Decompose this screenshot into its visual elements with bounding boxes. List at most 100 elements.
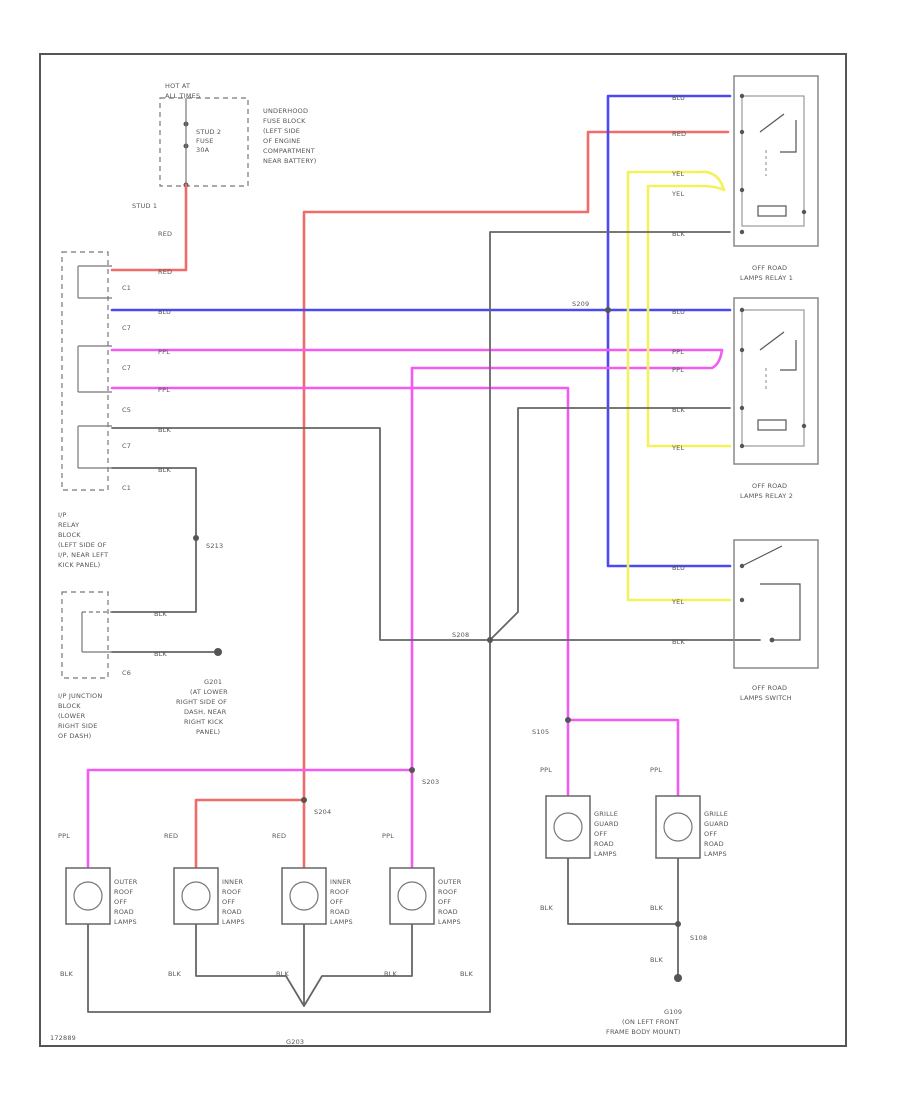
outer-left-l4: ROAD: [114, 908, 134, 916]
wire-label-red-inner-l: RED: [164, 832, 178, 840]
ip-relay-label-4: (LEFT SIDE OF: [58, 541, 107, 549]
ufb-label-1: UNDERHOOD: [263, 107, 308, 115]
inner-roof-lamp-right: INNER ROOF OFF ROAD LAMPS: [281, 867, 353, 926]
conn-c7-a: C7: [122, 324, 131, 332]
grille-left-l5: LAMPS: [594, 850, 617, 858]
wire-blue-riser: [606, 94, 732, 568]
wire-label-ppl-grille-l: PPL: [540, 766, 552, 774]
label-s203: S203: [422, 778, 439, 786]
splice-s105: [565, 717, 571, 723]
grille-right-l5: LAMPS: [704, 850, 727, 858]
outer-right-l1: OUTER: [438, 878, 462, 886]
wire-pink-outer: [86, 768, 414, 874]
diagram-code: 172889: [50, 1034, 76, 1042]
inner-right-l1: INNER: [330, 878, 352, 886]
outer-right-l4: ROAD: [438, 908, 458, 916]
wire-label-blk-grille-l: BLK: [540, 904, 553, 912]
g109-label-3: FRAME BODY MOUNT): [606, 1028, 681, 1036]
splice-s108: [675, 921, 681, 927]
off-road-lamps-relay-1: OFF ROAD LAMPS RELAY 1: [733, 75, 819, 282]
relay2-label-2: LAMPS RELAY 2: [740, 492, 793, 500]
inner-left-l2: ROOF: [222, 888, 241, 896]
splice-s208: [487, 637, 493, 643]
splice-s204: [301, 797, 307, 803]
inner-left-l1: INNER: [222, 878, 244, 886]
inner-left-l3: OFF: [222, 898, 235, 906]
label-s105: S105: [532, 728, 549, 736]
conn-c7-b: C7: [122, 364, 131, 372]
wire-black-relay2-ground: [489, 407, 731, 641]
wire-yellow-relay2: [646, 184, 732, 448]
grille-guard-lamp-left: GRILLE GUARD OFF ROAD LAMPS: [545, 795, 619, 859]
wire-yellow-switch: [626, 170, 732, 602]
relay2-label-1: OFF ROAD: [752, 482, 787, 490]
wire-red-relay1: [302, 130, 730, 802]
wire-label-ppl-c7a: PPL: [158, 348, 170, 356]
wire-label-yel-r1b: YEL: [671, 190, 684, 198]
wire-label-ppl-r2a: PPL: [672, 348, 684, 356]
inner-left-l5: LAMPS: [222, 918, 245, 926]
ip-junction-block: C6 I/P JUNCTION BLOCK (LOWER RIGHT SIDE …: [58, 591, 131, 740]
wire-label-blk-s213: BLK: [154, 610, 167, 618]
ip-relay-label-2: RELAY: [58, 521, 79, 529]
splice-s203: [409, 767, 415, 773]
ip-relay-block: C1 C7 C7 C5 C7 C1 I/P RELAY BLOCK (LEFT …: [58, 251, 131, 569]
wire-pink-grille-right: [566, 718, 680, 802]
wire-label-blk-bus: BLK: [460, 970, 473, 978]
relay1-label-1: OFF ROAD: [752, 264, 787, 272]
wire-label-yel-r2: YEL: [671, 444, 684, 452]
wire-label-red-r1: RED: [672, 130, 686, 138]
wire-label-ppl-grille-r: PPL: [650, 766, 662, 774]
wire-label-blu-r1: BLU: [672, 94, 685, 102]
wire-ground-grille: [567, 857, 679, 925]
g201-label-3: RIGHT SIDE OF: [176, 698, 227, 706]
ip-relay-label-6: KICK PANEL): [58, 561, 100, 569]
g201-label-6: PANEL): [196, 728, 220, 736]
ipj-label-4: RIGHT SIDE: [58, 722, 98, 730]
wire-label-blk-c5: BLK: [158, 426, 171, 434]
label-s208: S208: [452, 631, 469, 639]
grille-left-l2: GUARD: [594, 820, 619, 828]
relay1-label-2: LAMPS RELAY 1: [740, 274, 793, 282]
splice-s213: [193, 535, 199, 541]
wire-label-blu-r2: BLU: [672, 308, 685, 316]
grille-right-l1: GRILLE: [704, 810, 728, 818]
inner-left-l4: ROAD: [222, 908, 242, 916]
g201-label-1: G201: [204, 678, 222, 686]
outer-roof-lamp-right: OUTER ROOF OFF ROAD LAMPS: [389, 867, 462, 926]
grille-guard-lamp-right: GRILLE GUARD OFF ROAD LAMPS: [655, 795, 729, 859]
grille-right-l3: OFF: [704, 830, 717, 838]
label-g203: G203: [286, 1038, 304, 1046]
fuse-label-line2: FUSE: [196, 137, 214, 145]
ufb-label-3: (LEFT SIDE: [263, 127, 300, 135]
wire-pink-relay2-b: [410, 348, 724, 370]
wire-label-blk-r1: BLK: [672, 230, 685, 238]
outer-roof-lamp-left: OUTER ROOF OFF ROAD LAMPS: [65, 867, 138, 926]
wire-label-yel-r1a: YEL: [671, 170, 684, 178]
inner-right-l2: ROOF: [330, 888, 349, 896]
g201-ground-symbol: [214, 648, 222, 656]
hot-label-line2: ALL TIMES: [165, 92, 200, 100]
ip-relay-label-5: I/P, NEAR LEFT: [58, 551, 108, 559]
switch-label-1: OFF ROAD: [752, 684, 787, 692]
grille-left-l1: GRILLE: [594, 810, 618, 818]
wire-label-blk-inner-r: BLK: [276, 970, 289, 978]
label-s204: S204: [314, 808, 331, 816]
wire-label-blk-grille-r: BLK: [650, 904, 663, 912]
wire-black-switch: [111, 427, 761, 641]
wire-label-ppl-r2b: PPL: [672, 366, 684, 374]
underhood-fuse-block: HOT AT ALL TIMES STUD 2 FUSE 30A UNDERHO…: [132, 82, 316, 238]
conn-c7-c: C7: [122, 442, 131, 450]
outer-right-l3: OFF: [438, 898, 451, 906]
outer-right-l2: ROOF: [438, 888, 457, 896]
wire-label-blk-c6: BLK: [154, 650, 167, 658]
g201-label-4: DASH, NEAR: [184, 708, 227, 716]
inner-right-l3: OFF: [330, 898, 343, 906]
grille-right-l2: GUARD: [704, 820, 729, 828]
ipj-label-5: OF DASH): [58, 732, 91, 740]
wire-label-blu-c7: BLU: [158, 308, 171, 316]
splice-s209: [605, 307, 611, 313]
outer-left-l5: LAMPS: [114, 918, 137, 926]
ufb-label-5: COMPARTMENT: [263, 147, 315, 155]
